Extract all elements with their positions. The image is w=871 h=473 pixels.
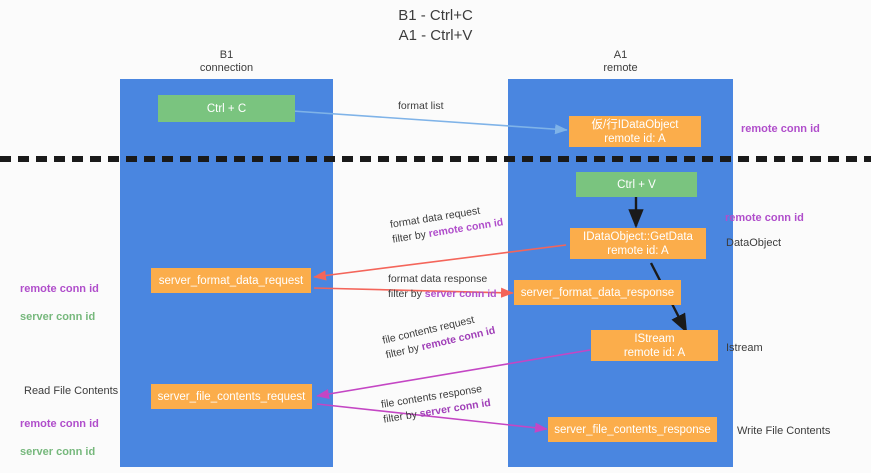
node-server-file-contents-request[interactable]: server_file_contents_request — [151, 384, 312, 409]
edge-label-format-list: format list — [398, 100, 444, 112]
node-ctrl-c[interactable]: Ctrl + C — [158, 95, 295, 122]
annotation-server-conn-id: server conn id — [20, 311, 96, 323]
edge-label-line2: filter by server conn id — [388, 288, 497, 300]
node-ctrl-v[interactable]: Ctrl + V — [576, 172, 697, 197]
swimlane-header-a1: A1 remote — [603, 49, 638, 74]
swimlane-header-b1: B1 connection — [199, 49, 254, 74]
annotation-remote-conn-id: remote conn id — [20, 418, 99, 430]
node-server-file-contents-response[interactable]: server_file_contents_response — [548, 417, 717, 442]
annotation-conn-ids-mid: remote conn id server conn id — [20, 268, 99, 338]
annotation-remote-conn-id-top: remote conn id — [741, 123, 820, 135]
node-idataobject-getdata[interactable]: IDataObject::GetData remote id: A — [570, 228, 706, 259]
annotation-server-conn-id: server conn id — [20, 446, 96, 458]
annotation-conn-ids-bottom: remote conn id server conn id — [20, 403, 99, 473]
phase-divider — [0, 156, 871, 162]
annotation-istream: Istream — [726, 342, 763, 354]
annotation-write-file-contents: Write File Contents — [737, 425, 831, 437]
page-title: B1 - Ctrl+C A1 - Ctrl+V — [398, 7, 473, 44]
annotation-read-file-contents: Read File Contents — [24, 385, 119, 397]
node-istream[interactable]: IStream remote id: A — [591, 330, 718, 361]
edge-label-format-data-response: format data response filter by server co… — [388, 272, 497, 302]
node-server-format-data-request[interactable]: server_format_data_request — [151, 268, 311, 293]
annotation-remote-conn-id: remote conn id — [20, 283, 99, 295]
annotation-dataobject: DataObject — [726, 237, 782, 249]
edge-label-line1: format data response — [388, 273, 488, 285]
node-idataobject[interactable]: 仮/行IDataObject remote id: A — [569, 116, 701, 147]
annotation-remote-conn-id-mid: remote conn id — [725, 212, 804, 224]
highlight-server-conn-id: server conn id — [424, 288, 497, 300]
node-server-format-data-response[interactable]: server_format_data_response — [514, 280, 681, 305]
